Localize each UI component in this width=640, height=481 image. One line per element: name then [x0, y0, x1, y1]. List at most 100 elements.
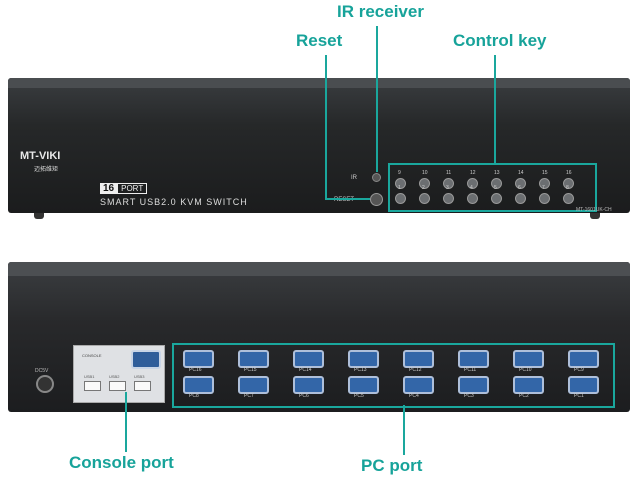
- pc-port-label: PC16: [189, 367, 202, 373]
- control-key-button[interactable]: [539, 178, 550, 189]
- control-key-label: 9: [398, 170, 401, 176]
- control-key-highlight: [388, 163, 597, 212]
- ir-label: IR: [351, 175, 357, 181]
- reset-callout: Reset: [296, 31, 343, 50]
- control-key-label: 15: [542, 170, 548, 176]
- ir-line: [376, 26, 378, 172]
- port-count-badge: 16 PORT: [100, 183, 148, 194]
- pc-port-line: [403, 405, 405, 455]
- control-key-button[interactable]: [443, 178, 454, 189]
- pc-vga-port[interactable]: [238, 376, 269, 394]
- pc-vga-port[interactable]: [403, 376, 434, 394]
- port-count-word: PORT: [117, 183, 148, 194]
- pc-port-label: PC11: [464, 367, 477, 373]
- model-description: SMART USB2.0 KVM SWITCH: [100, 197, 248, 207]
- pc-vga-port[interactable]: [348, 350, 379, 368]
- control-key-label: 3: [446, 185, 449, 191]
- control-key-button[interactable]: [563, 193, 574, 204]
- pc-vga-port[interactable]: [183, 350, 214, 368]
- console-vga-port[interactable]: [131, 350, 161, 369]
- usb-port-label: USB3: [134, 374, 145, 379]
- pc-vga-port[interactable]: [568, 376, 599, 394]
- console-line: [125, 392, 127, 452]
- pc-port-label: PC3: [464, 393, 474, 399]
- usb-port-label: USB2: [109, 374, 120, 379]
- control-key-button[interactable]: [443, 193, 454, 204]
- control-key-line: [494, 55, 496, 163]
- pc-vga-port[interactable]: [293, 350, 324, 368]
- control-key-label: 10: [422, 170, 428, 176]
- pc-port-label: PC9: [574, 367, 584, 373]
- pc-port-label: PC7: [244, 393, 254, 399]
- control-key-label: 8: [566, 185, 569, 191]
- pc-vga-port[interactable]: [458, 376, 489, 394]
- device-foot: [590, 213, 600, 219]
- pc-vga-port[interactable]: [348, 376, 379, 394]
- pc-port-highlight: [172, 343, 615, 408]
- control-key-label: 11: [446, 170, 452, 176]
- control-key-button[interactable]: [539, 193, 550, 204]
- pc-port-callout: PC port: [361, 456, 423, 475]
- pc-port-label: PC1: [574, 393, 584, 399]
- ir-receiver-sensor: [372, 173, 381, 182]
- control-key-button[interactable]: [515, 193, 526, 204]
- device-foot: [34, 213, 44, 219]
- control-key-button[interactable]: [515, 178, 526, 189]
- power-jack[interactable]: [36, 375, 54, 393]
- power-label: DC5V: [35, 368, 49, 374]
- usb-port[interactable]: [109, 381, 126, 391]
- control-key-label: 13: [494, 170, 500, 176]
- pc-vga-port[interactable]: [568, 350, 599, 368]
- reset-line: [325, 55, 327, 200]
- control-key-label: 4: [470, 185, 473, 191]
- control-key-label: 12: [470, 170, 476, 176]
- control-key-button[interactable]: [467, 193, 478, 204]
- model-number: MT-1601UK-CH: [576, 207, 612, 213]
- control-key-button[interactable]: [419, 193, 430, 204]
- control-key-button[interactable]: [395, 178, 406, 189]
- control-key-label: 2: [422, 185, 425, 191]
- pc-port-label: PC8: [189, 393, 199, 399]
- usb-port[interactable]: [84, 381, 101, 391]
- control-key-label: 14: [518, 170, 524, 176]
- usb-port[interactable]: [134, 381, 151, 391]
- console-label: CONSOLE: [82, 353, 102, 358]
- pc-vga-port[interactable]: [293, 376, 324, 394]
- pc-vga-port[interactable]: [458, 350, 489, 368]
- pc-port-label: PC5: [354, 393, 364, 399]
- pc-port-label: PC14: [299, 367, 312, 373]
- ir-receiver-callout: IR receiver: [337, 2, 424, 21]
- pc-vga-port[interactable]: [403, 350, 434, 368]
- pc-port-label: PC2: [519, 393, 529, 399]
- brand-logo-cn: 迈拓维矩: [34, 167, 59, 173]
- pc-vga-port[interactable]: [183, 376, 214, 394]
- control-key-button[interactable]: [467, 178, 478, 189]
- pc-port-label: PC13: [354, 367, 367, 373]
- control-key-label: 6: [518, 185, 521, 191]
- pc-vga-port[interactable]: [513, 350, 544, 368]
- control-key-button[interactable]: [491, 193, 502, 204]
- pc-port-label: PC12: [409, 367, 422, 373]
- control-key-label: 5: [494, 185, 497, 191]
- reset-button[interactable]: [370, 193, 383, 206]
- console-port-callout: Console port: [69, 453, 174, 472]
- port-count-number: 16: [100, 183, 118, 194]
- usb-port-label: USB1: [84, 374, 95, 379]
- control-key-callout: Control key: [453, 31, 547, 50]
- pc-port-label: PC15: [244, 367, 257, 373]
- pc-port-label: PC4: [409, 393, 419, 399]
- reset-label: RESET: [334, 197, 355, 203]
- control-key-button[interactable]: [491, 178, 502, 189]
- control-key-button[interactable]: [419, 178, 430, 189]
- pc-port-label: PC6: [299, 393, 309, 399]
- control-key-label: 1: [398, 185, 401, 191]
- control-key-label: 7: [542, 185, 545, 191]
- pc-port-label: PC10: [519, 367, 532, 373]
- control-key-button[interactable]: [395, 193, 406, 204]
- brand-logo: MT-VIKI: [20, 150, 61, 162]
- reset-line: [325, 198, 370, 200]
- pc-vga-port[interactable]: [513, 376, 544, 394]
- pc-vga-port[interactable]: [238, 350, 269, 368]
- control-key-label: 16: [566, 170, 572, 176]
- control-key-button[interactable]: [563, 178, 574, 189]
